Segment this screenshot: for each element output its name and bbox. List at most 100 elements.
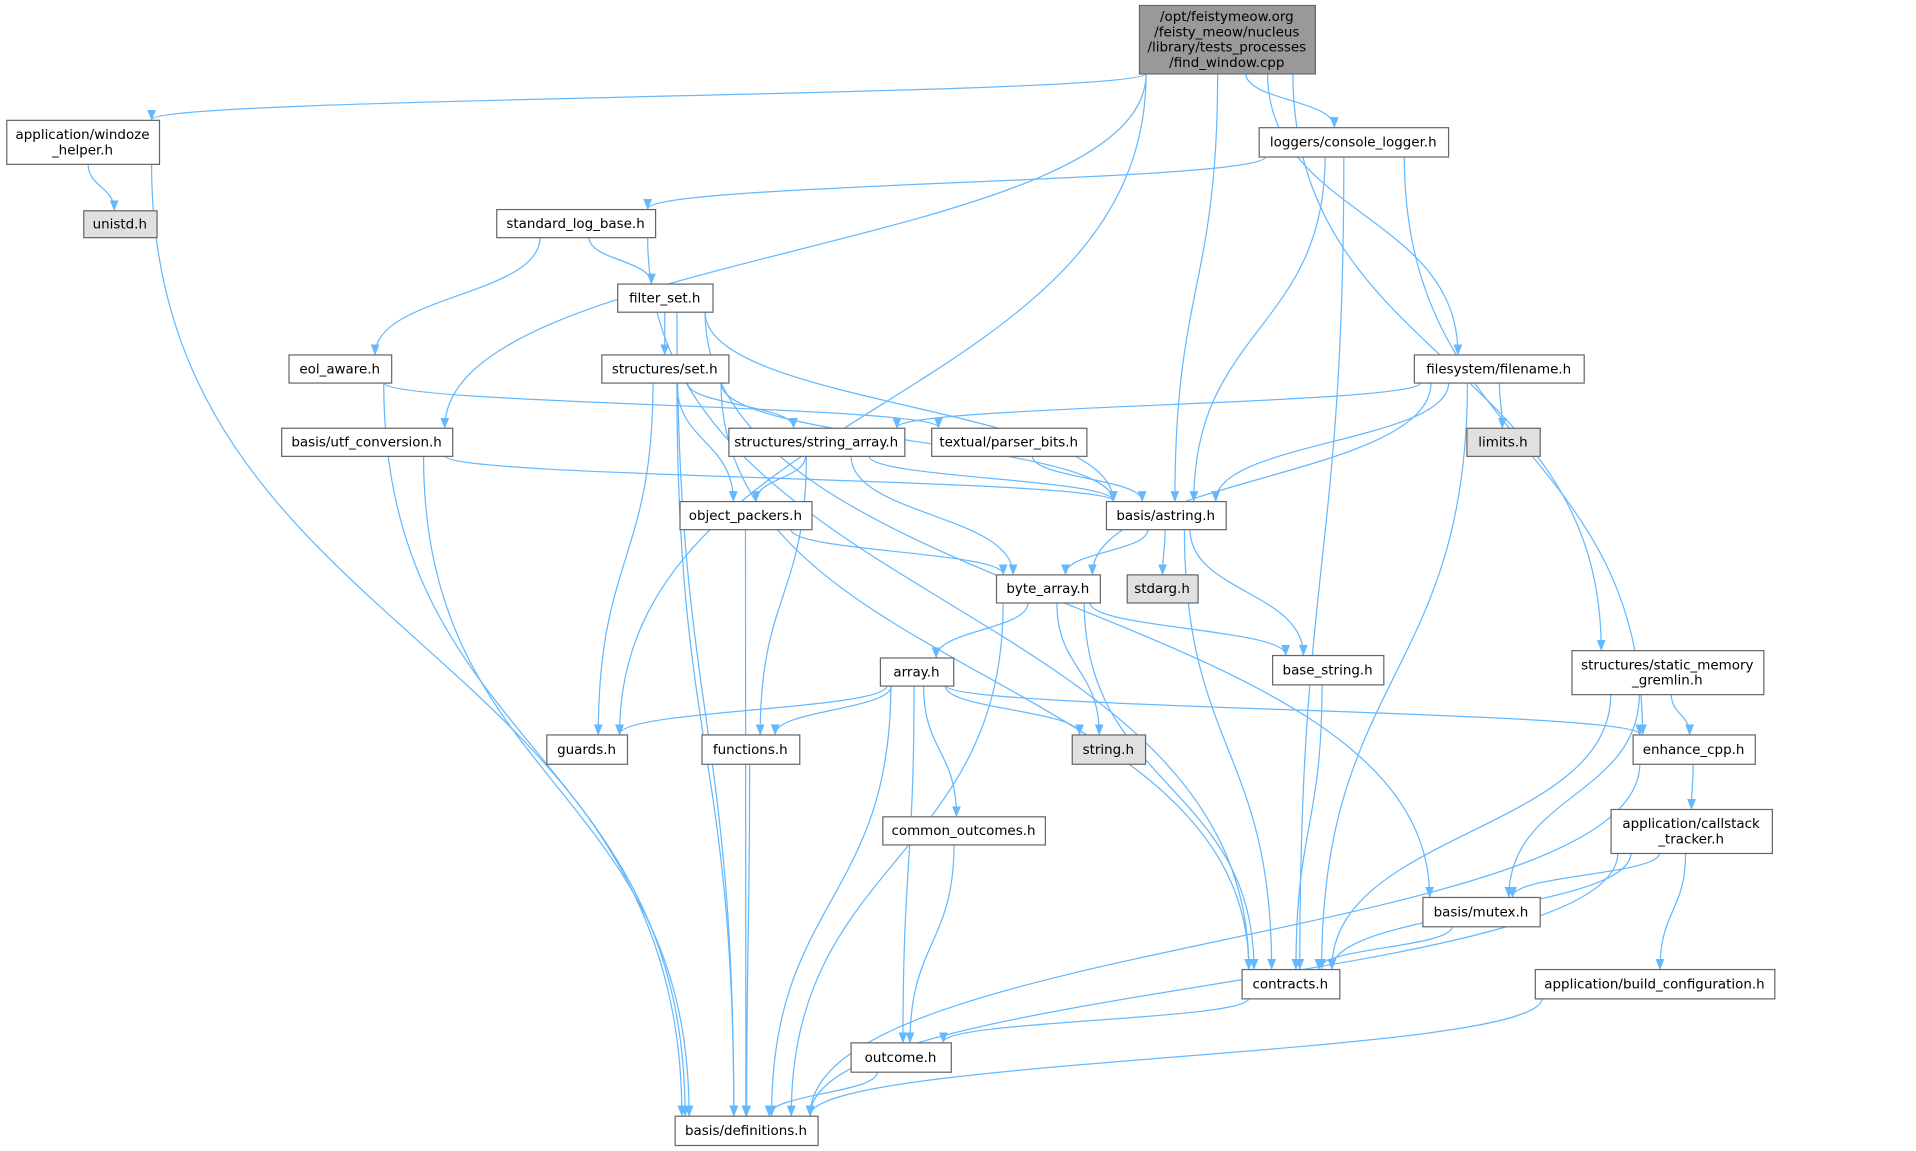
edge-object_packers-to-byte_array (790, 528, 1008, 576)
edge-set-to-contracts (720, 382, 1254, 971)
node-label: eol_aware.h (299, 362, 380, 377)
edge-main-to-astring (1170, 73, 1219, 503)
edge-byte_array-to-base_string (1089, 602, 1290, 657)
node-box (601, 354, 730, 384)
node-box (1413, 354, 1585, 384)
edge-array-to-enhance_cpp (945, 684, 1644, 736)
node-box (931, 427, 1088, 457)
node-box (617, 283, 714, 313)
node-base_string[interactable]: base_string.h (1272, 654, 1385, 686)
edge-string_array-to-object_packers (751, 455, 807, 503)
node-label: structures/string_array.h (734, 436, 898, 451)
node-astring[interactable]: basis/astring.h (1105, 500, 1227, 531)
node-box (1534, 968, 1776, 1000)
node-callstack[interactable]: application/callstack_tracker.h (1610, 808, 1773, 855)
node-common_outcomes[interactable]: common_outcomes.h (882, 816, 1046, 846)
node-label: guards.h (557, 743, 616, 758)
node-box (1138, 4, 1317, 75)
edge-array-to-definitions (767, 685, 892, 1117)
node-box (1610, 808, 1773, 855)
node-label: basis/definitions.h (685, 1124, 807, 1139)
node-build_config[interactable]: application/build_configuration.h (1534, 968, 1776, 1000)
node-utf_conversion[interactable]: basis/utf_conversion.h (281, 427, 454, 457)
node-limits[interactable]: limits.h (1466, 427, 1541, 457)
node-contracts[interactable]: contracts.h (1241, 968, 1341, 1000)
node-definitions[interactable]: basis/definitions.h (674, 1115, 819, 1147)
node-label: application/build_configuration.h (1544, 977, 1764, 992)
node-enhance_cpp[interactable]: enhance_cpp.h (1632, 734, 1756, 765)
edge-parser_bits-to-astring (1031, 455, 1147, 503)
node-guards[interactable]: guards.h (546, 734, 629, 765)
edge-astring-to-byte_array (1061, 528, 1149, 576)
node-standard_log_base[interactable]: standard_log_base.h (496, 208, 657, 239)
node-set[interactable]: structures/set.h (601, 354, 730, 384)
node-outcome[interactable]: outcome.h (850, 1042, 952, 1073)
edge-console_logger-to-contracts (1295, 156, 1345, 971)
edge-console_logger-to-astring (1189, 156, 1326, 503)
node-label: application/callstack (1622, 817, 1760, 832)
node-box (288, 354, 393, 384)
node-main[interactable]: /opt/feistymeow.org/feisty_meow/nucleus/… (1138, 4, 1317, 75)
edge-set-to-guards (593, 382, 654, 736)
node-label: loggers/console_logger.h (1270, 136, 1437, 151)
edge-array-to-functions (770, 685, 893, 736)
node-filename[interactable]: filesystem/filename.h (1413, 354, 1585, 384)
node-label: functions.h (713, 743, 788, 758)
node-box (1422, 896, 1541, 928)
node-box (679, 500, 813, 531)
edge-functions-to-definitions (742, 763, 752, 1117)
node-box (1241, 968, 1341, 1000)
node-eol_aware[interactable]: eol_aware.h (288, 354, 393, 384)
node-parser_bits[interactable]: textual/parser_bits.h (931, 427, 1088, 457)
edge-gremlin-to-enhance_cpp (1670, 694, 1695, 736)
edge-filter_set-to-definitions (676, 311, 739, 1117)
edge-astring-to-stdarg (1158, 529, 1168, 576)
edge-filename-to-astring (1211, 382, 1450, 503)
node-stdarg[interactable]: stdarg.h (1126, 574, 1199, 604)
edge-filename-to-limits (1497, 382, 1507, 429)
edge-eol_aware-to-definitions (383, 382, 690, 1117)
edge-main-to-guards (615, 73, 1147, 736)
edge-filename-to-byte_array (1088, 382, 1432, 576)
node-label: /find_window.cpp (1169, 56, 1284, 71)
node-unistd[interactable]: unistd.h (83, 210, 158, 239)
edge-windoze-to-unistd (87, 163, 119, 212)
node-gremlin[interactable]: structures/static_memory_gremlin.h (1571, 650, 1765, 696)
node-label: byte_array.h (1006, 582, 1089, 597)
node-box (546, 734, 629, 765)
node-byte_array[interactable]: byte_array.h (995, 574, 1101, 604)
node-box (1126, 574, 1199, 604)
node-console_logger[interactable]: loggers/console_logger.h (1258, 127, 1450, 158)
node-box (728, 427, 906, 457)
edge-gremlin-to-contracts (1327, 694, 1612, 971)
node-string_array[interactable]: structures/string_array.h (728, 427, 906, 457)
node-functions[interactable]: functions.h (701, 734, 801, 765)
node-label: structures/set.h (612, 362, 718, 377)
node-label: filesystem/filename.h (1426, 362, 1571, 377)
node-windoze[interactable]: application/windoze_helper.h (6, 119, 161, 165)
node-label: basis/astring.h (1116, 509, 1215, 524)
edge-string_array-to-byte_array (850, 455, 1018, 576)
node-box (1258, 127, 1450, 158)
edge-array-to-guards (615, 685, 888, 736)
node-array[interactable]: array.h (879, 657, 955, 687)
node-label: _gremlin.h (1631, 674, 1703, 689)
node-label: limits.h (1478, 436, 1527, 451)
edge-array-to-outcome (898, 685, 915, 1044)
node-box (882, 816, 1046, 846)
node-filter_set[interactable]: filter_set.h (617, 283, 714, 313)
edge-eol_aware-to-parser_bits (383, 381, 943, 429)
node-string[interactable]: string.h (1071, 734, 1147, 765)
edge-callstack-to-definitions (805, 852, 1619, 1117)
edge-outcome-to-definitions (764, 1071, 878, 1117)
edge-windoze-to-definitions (150, 163, 687, 1117)
node-label: common_outcomes.h (891, 824, 1035, 839)
node-label: basis/mutex.h (1434, 905, 1529, 920)
node-label: _helper.h (51, 143, 113, 158)
node-label: basis/utf_conversion.h (291, 436, 441, 451)
node-object_packers[interactable]: object_packers.h (679, 500, 813, 531)
node-box (1071, 734, 1147, 765)
node-box (1466, 427, 1541, 457)
node-mutex[interactable]: basis/mutex.h (1422, 896, 1541, 928)
node-box (701, 734, 801, 765)
